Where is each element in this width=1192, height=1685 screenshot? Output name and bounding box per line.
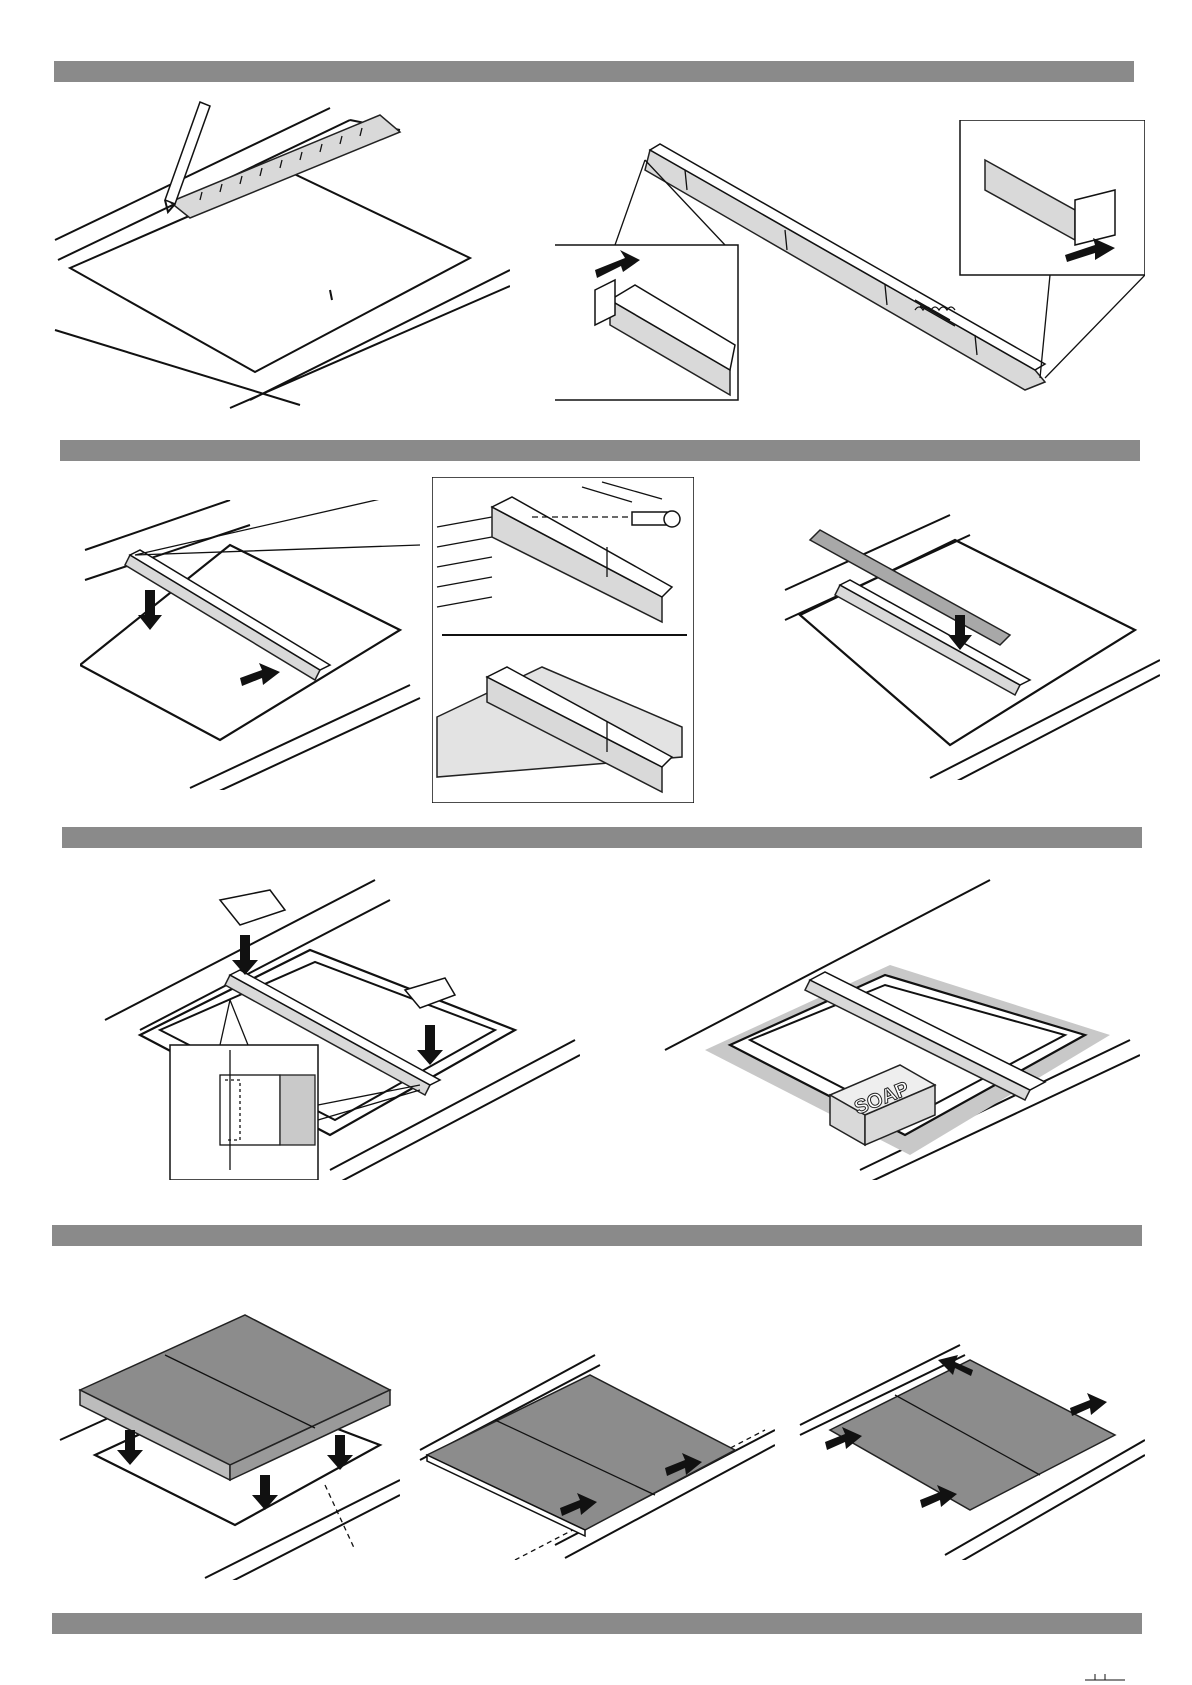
hob-lowering-illustration xyxy=(55,1310,400,1580)
section-band-2 xyxy=(60,440,1140,461)
bracket-placement-illustration xyxy=(80,500,430,790)
section-band-1 xyxy=(54,61,1134,82)
marking-cutout-illustration xyxy=(50,90,510,410)
hob-positioning-illustration xyxy=(415,1330,775,1560)
clamp-bracket-illustration xyxy=(555,120,1145,410)
section-band-3 xyxy=(62,827,1142,848)
hob-pressing-illustration xyxy=(795,1330,1145,1560)
sealant-soap-illustration: SOAP xyxy=(660,870,1140,1180)
tape-positioning-illustration xyxy=(100,870,580,1180)
footer-mark xyxy=(1085,1670,1125,1684)
section-band-4 xyxy=(52,1225,1142,1246)
section-band-5 xyxy=(52,1613,1142,1634)
screw-fixing-detail xyxy=(432,477,694,803)
bracket-cover-illustration xyxy=(780,510,1160,780)
